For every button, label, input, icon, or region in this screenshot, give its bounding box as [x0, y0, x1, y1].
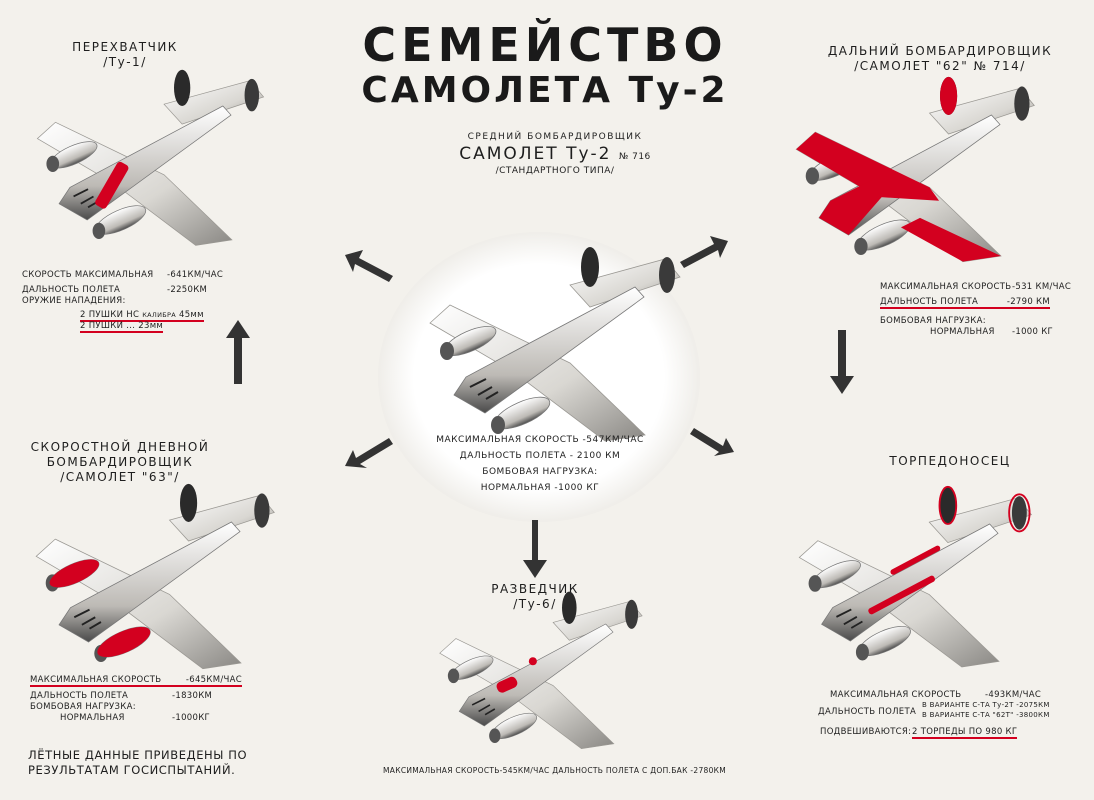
- torpedo-load: ПОДВЕШИВАЮТСЯ:: [820, 727, 912, 737]
- torpedo-load-value: 2 ТОРПЕДЫ ПО 980 КГ: [912, 727, 1018, 739]
- interceptor-arm1: 2 ПУШКИ НС КАЛИБРА 45мм: [80, 310, 204, 322]
- interceptor-range: ДАЛЬНОСТЬ ПОЛЕТА: [22, 285, 121, 295]
- interceptor-speed-value: -641КМ/ЧАС: [167, 270, 224, 280]
- plane-center-tu2: [429, 246, 681, 442]
- torpedo-range-v1: В ВАРИАНТЕ С-ТА Ту-2Т -2075КМ: [922, 701, 1050, 709]
- arrow-down-center: [523, 520, 547, 578]
- interceptor-speed: СКОРОСТЬ МАКСИМАЛЬНАЯ: [22, 270, 154, 280]
- interceptor-arms: ОРУЖИЕ НАПАДЕНИЯ:: [22, 296, 126, 306]
- long-range-bomb: БОМБОВАЯ НАГРУЗКА:: [880, 316, 986, 326]
- fast-day-speed: МАКСИМАЛЬНАЯ СКОРОСТЬ -645КМ/ЧАС: [30, 675, 242, 687]
- recon-caption: РАЗВЕДЧИК /Ту-6/: [491, 582, 579, 611]
- fast-day-bomb-value: -1000КГ: [172, 713, 211, 723]
- long-range-bomb-sub: НОРМАЛЬНАЯ: [930, 327, 995, 337]
- fast-day-range-value: -1830КМ: [172, 691, 213, 701]
- arrow-down-left: [345, 438, 393, 468]
- torpedo-speed-value: -493КМ/ЧАС: [985, 690, 1042, 700]
- fast-day-bomb: БОМБОВАЯ НАГРУЗКА:: [30, 702, 136, 712]
- long-range-speed: МАКСИМАЛЬНАЯ СКОРОСТЬ: [880, 282, 1012, 292]
- arrow-down-right-side: [830, 330, 854, 394]
- torpedo-caption: ТОРПЕДОНОСЕЦ: [889, 454, 1011, 468]
- plane-long-range: [795, 75, 1036, 263]
- fast-day-range: ДАЛЬНОСТЬ ПОЛЕТА: [30, 691, 129, 701]
- torpedo-range-v2: В ВАРИАНТЕ С-ТА "62Т" -3800КМ: [922, 711, 1050, 719]
- footnote: ЛЁТНЫЕ ДАННЫЕ ПРИВЕДЕНЫ ПО РЕЗУЛЬТАТАМ Г…: [28, 748, 248, 777]
- long-range-bomb-value: -1000 КГ: [1012, 327, 1054, 337]
- long-range-range: ДАЛЬНОСТЬ ПОЛЕТА -2790 КМ: [880, 297, 1050, 309]
- page-subtitle: САМОЛЕТА Ту-2: [361, 70, 729, 111]
- torpedo-speed: МАКСИМАЛЬНАЯ СКОРОСТЬ: [830, 690, 962, 700]
- long-range-caption: ДАЛЬНИЙ БОМБАРДИРОВЩИК /САМОЛЕТ "62" № 7…: [827, 44, 1053, 73]
- long-range-speed-value: -531 КМ/ЧАС: [1012, 282, 1072, 292]
- interceptor-arm2: 2 ПУШКИ ... 23мм: [80, 321, 164, 333]
- center-caption: СРЕДНИЙ БОМБАРДИРОВЩИК САМОЛЕТ Ту-2 № 71…: [459, 132, 651, 176]
- plane-fast-day: [35, 482, 276, 670]
- arrow-up-left-side: [226, 320, 250, 384]
- center-stats: МАКСИМАЛЬНАЯ СКОРОСТЬ -547КМ/ЧАС ДАЛЬНОС…: [436, 435, 644, 493]
- arrow-down-right: [690, 428, 734, 456]
- arrow-up-left: [345, 250, 393, 282]
- interceptor-range-value: -2250КМ: [167, 285, 208, 295]
- page-title: СЕМЕЙСТВО: [362, 18, 728, 72]
- fast-day-bomb-sub: НОРМАЛЬНАЯ: [60, 713, 125, 723]
- interceptor-caption: ПЕРЕХВАТЧИК /Ту-1/: [72, 40, 178, 69]
- plane-torpedo: [798, 485, 1033, 668]
- arrow-up-right: [680, 236, 728, 268]
- torpedo-range: ДАЛЬНОСТЬ ПОЛЕТА: [818, 707, 917, 717]
- plane-recon: [438, 590, 643, 750]
- fast-day-caption: СКОРОСТНОЙ ДНЕВНОЙ БОМБАРДИРОВЩИК /САМОЛ…: [30, 440, 210, 484]
- recon-stat: МАКСИМАЛЬНАЯ СКОРОСТЬ-545КМ/ЧАС ДАЛЬНОСТ…: [383, 766, 727, 775]
- plane-interceptor: [36, 68, 265, 247]
